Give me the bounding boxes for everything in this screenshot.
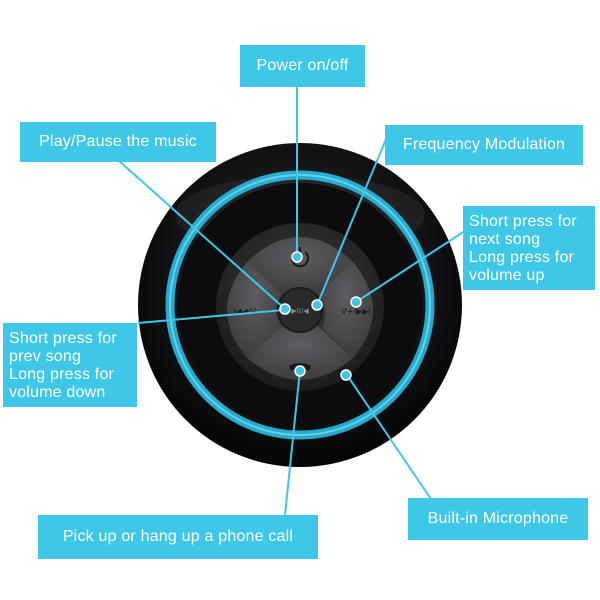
callout-dot-power bbox=[292, 252, 302, 262]
label-prev-line-2: prev song bbox=[9, 348, 131, 366]
label-play-pause: Play/Pause the music bbox=[20, 122, 216, 162]
label-next-line-1: Short press for bbox=[469, 213, 589, 231]
label-mic: Built-in Microphone bbox=[408, 498, 588, 540]
label-next-line-3: Long press for bbox=[469, 249, 589, 267]
label-next: Short press for next song Long press for… bbox=[463, 206, 595, 290]
label-prev-line-3: Long press for bbox=[9, 366, 131, 384]
label-phone-text: Pick up or hang up a phone call bbox=[63, 528, 293, 546]
label-mic-text: Built-in Microphone bbox=[428, 510, 569, 528]
label-next-line-4: volume up bbox=[469, 267, 589, 285]
label-frequency-text: Frequency Modulation bbox=[403, 136, 565, 154]
next-button-text: V+/▶▶I bbox=[341, 307, 371, 316]
callout-dot-phone bbox=[295, 366, 305, 376]
label-play-pause-text: Play/Pause the music bbox=[39, 133, 197, 151]
label-prev: Short press for prev song Long press for… bbox=[3, 323, 137, 407]
label-phone: Pick up or hang up a phone call bbox=[38, 515, 318, 559]
label-power-text: Power on/off bbox=[257, 57, 349, 75]
label-next-line-2: next song bbox=[469, 231, 589, 249]
label-prev-line-4: volume down bbox=[9, 384, 131, 402]
callout-dot-next bbox=[351, 297, 361, 307]
label-power: Power on/off bbox=[240, 45, 365, 87]
callout-dot-mic bbox=[341, 370, 351, 380]
callout-dot-play-pause bbox=[280, 304, 290, 314]
label-frequency: Frequency Modulation bbox=[385, 125, 583, 165]
label-prev-line-1: Short press for bbox=[9, 330, 131, 348]
center-button-text: ▶II/◀ bbox=[291, 307, 309, 315]
callout-dot-frequency bbox=[312, 300, 322, 310]
